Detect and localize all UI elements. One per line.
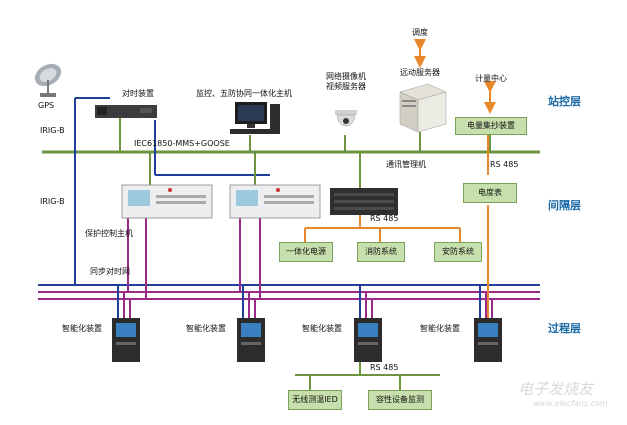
ied-device-icon (112, 318, 140, 362)
label-ied-1: 智能化装置 (62, 324, 102, 333)
tower-server-icon (399, 83, 447, 133)
box-energy-meter: 电度表 (463, 183, 517, 203)
ied-drop-lines (117, 285, 493, 318)
label-ied-4: 智能化装置 (420, 324, 460, 333)
layer-process: 过程层 (548, 322, 581, 335)
label-rs485-right: RS 485 (490, 160, 519, 169)
label-bus-protocol: IEC61850-MMS+GOOSE (134, 139, 230, 148)
desktop-computer-icon (230, 102, 280, 134)
label-irig-b-top: IRIG-B (40, 126, 65, 135)
label-sync-net: 同步对时网 (90, 267, 130, 276)
ied-device-icon (237, 318, 265, 362)
label-dispatch: 调度 (412, 28, 428, 37)
box-meter-collector: 电量集抄装置 (455, 117, 527, 135)
label-comm-manager: 通讯管理机 (386, 160, 426, 169)
layer-station: 站控层 (548, 95, 581, 108)
label-camera: 网络摄像机 视频服务器 (326, 72, 366, 91)
label-irig-b-mid: IRIG-B (40, 197, 65, 206)
label-metering-center: 计量中心 (475, 74, 507, 83)
label-gps: GPS (38, 101, 55, 110)
station-drop-lines (119, 118, 491, 152)
server-rack-icon (95, 105, 157, 118)
watermark-logo: 电子发烧友 (518, 380, 594, 398)
box-security-system: 安防系统 (434, 242, 482, 262)
label-time-device: 对时装置 (122, 89, 154, 98)
protection-unit-icon (229, 184, 321, 219)
ied-device-icon (474, 318, 502, 362)
process-bus-lines (38, 284, 540, 300)
rs485-lines (304, 39, 496, 318)
dome-camera-icon (335, 110, 357, 127)
box-capacitor-monitor: 容性设备监测 (368, 390, 432, 410)
label-rs485-bottom: RS 485 (370, 363, 399, 372)
satellite-dish-icon (34, 63, 62, 97)
box-power-supply: 一体化电源 (279, 242, 333, 262)
label-ied-3: 智能化装置 (302, 324, 342, 333)
label-ied-2: 智能化装置 (186, 324, 226, 333)
bay-drop-lines (127, 152, 361, 299)
box-wireless-temp: 无线测温IED (288, 390, 342, 410)
watermark-url: www.elecfans.com (533, 399, 608, 408)
ied-device-icon (354, 318, 382, 362)
server-rack-icon (330, 188, 398, 215)
label-protection-host: 保护控制主机 (85, 229, 133, 238)
label-monitor-host: 监控、五防协同一体化主机 (196, 89, 292, 98)
label-remote-server: 远动服务器 (400, 68, 440, 77)
bottom-rs485-lines (295, 362, 440, 390)
label-rs485-mid: RS 485 (370, 214, 399, 223)
layer-bay: 间隔层 (548, 199, 581, 212)
box-fire-system: 消防系统 (357, 242, 405, 262)
protection-unit-icon (121, 184, 213, 219)
